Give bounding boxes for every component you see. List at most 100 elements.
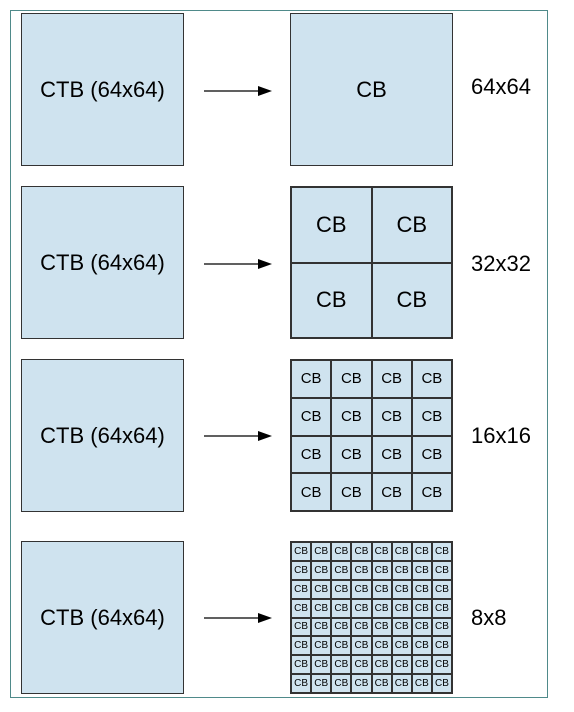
cb-cell: CB: [411, 560, 432, 580]
size-label: 32x32: [471, 251, 531, 276]
size-label: 16x16: [471, 423, 531, 448]
cb-cell: CB: [431, 598, 452, 618]
diagram-frame: [10, 10, 548, 698]
cb-cell: CB: [291, 262, 372, 338]
ctb-label: CTB (64x64): [40, 249, 165, 275]
cb-cell: CB: [331, 636, 352, 656]
cb-cell: CB: [331, 542, 352, 561]
cb-cell: CB: [331, 435, 372, 474]
ctb-block: CTB (64x64): [21, 541, 184, 694]
cb-cell: CB: [311, 579, 332, 599]
cb-cell: CB: [351, 542, 372, 561]
cb-cell: CB: [291, 579, 312, 599]
cb-cell: CB: [371, 636, 392, 656]
cb-cell: CB: [411, 542, 432, 561]
cb-grid-64: CB: [290, 13, 453, 166]
cb-cell: CB: [371, 617, 392, 637]
cb-cell: CB: [391, 655, 412, 675]
cb-cell: CB: [291, 560, 312, 580]
cb-cell: CB: [371, 360, 412, 398]
cb-cell: CB: [291, 397, 332, 436]
ctb-block: CTB (64x64): [21, 13, 184, 166]
arrow-icon: [204, 431, 272, 441]
cb-cell: CB: [431, 674, 452, 693]
cb-cell: CB: [311, 674, 332, 693]
cb-cell: CB: [371, 655, 392, 675]
cb-cell: CB: [431, 560, 452, 580]
cb-cell: CB: [351, 655, 372, 675]
cb-cell: CB: [311, 560, 332, 580]
cb-cell: CB: [411, 617, 432, 637]
cb-cell: CB: [356, 76, 387, 102]
cb-cell: CB: [351, 636, 372, 656]
cb-cell: CB: [291, 598, 312, 618]
cb-cell: CB: [431, 617, 452, 637]
cb-cell: CB: [391, 617, 412, 637]
cb-cell: CB: [311, 598, 332, 618]
cb-cell: CB: [411, 397, 452, 436]
cb-cell: CB: [331, 655, 352, 675]
ctb-label: CTB (64x64): [40, 604, 165, 630]
cb-cell: CB: [411, 360, 452, 398]
cb-cell: CB: [311, 542, 332, 561]
cb-cell: CB: [391, 674, 412, 693]
cb-cell: CB: [331, 397, 372, 436]
cb-cell: CB: [431, 636, 452, 656]
cb-cell: CB: [311, 617, 332, 637]
cb-cell: CB: [371, 262, 452, 338]
ctb-label: CTB (64x64): [40, 76, 165, 102]
arrow-icon: [204, 613, 272, 623]
cb-cell: CB: [291, 473, 332, 511]
cb-cell: CB: [351, 579, 372, 599]
cb-cell: CB: [371, 579, 392, 599]
cb-cell: CB: [371, 397, 412, 436]
cb-cell: CB: [411, 435, 452, 474]
cb-cell: CB: [371, 560, 392, 580]
cb-cell: CB: [291, 674, 312, 693]
cb-cell: CB: [331, 579, 352, 599]
cb-cell: CB: [391, 636, 412, 656]
arrow-icon: [204, 259, 272, 269]
arrow-icon: [204, 86, 272, 96]
cb-cell: CB: [291, 655, 312, 675]
cb-cell: CB: [291, 360, 332, 398]
cb-cell: CB: [331, 598, 352, 618]
ctb-block: CTB (64x64): [21, 359, 184, 512]
cb-cell: CB: [371, 187, 452, 263]
cb-cell: CB: [391, 579, 412, 599]
cb-cell: CB: [331, 674, 352, 693]
ctb-block: CTB (64x64): [21, 186, 184, 339]
cb-cell: CB: [411, 655, 432, 675]
cb-cell: CB: [371, 674, 392, 693]
cb-cell: CB: [431, 655, 452, 675]
cb-cell: CB: [371, 598, 392, 618]
cb-cell: CB: [351, 674, 372, 693]
cb-cell: CB: [351, 598, 372, 618]
cb-cell: CB: [431, 542, 452, 561]
cb-cell: CB: [291, 187, 372, 263]
cb-cell: CB: [411, 674, 432, 693]
cb-cell: CB: [391, 542, 412, 561]
cb-cell: CB: [391, 598, 412, 618]
cb-cell: CB: [411, 598, 432, 618]
cb-cell: CB: [331, 560, 352, 580]
cb-cell: CB: [291, 542, 312, 561]
cb-cell: CB: [311, 655, 332, 675]
cb-cell: CB: [331, 473, 372, 511]
cb-cell: CB: [291, 435, 332, 474]
cb-cell: CB: [411, 473, 452, 511]
cb-cell: CB: [411, 579, 432, 599]
cb-cell: CB: [371, 542, 392, 561]
cb-cell: CB: [331, 617, 352, 637]
size-label: 8x8: [471, 605, 507, 630]
cb-cell: CB: [291, 617, 312, 637]
cb-cell: CB: [351, 617, 372, 637]
ctb-label: CTB (64x64): [40, 422, 165, 448]
cb-cell: CB: [331, 360, 372, 398]
cb-cell: CB: [431, 579, 452, 599]
cb-cell: CB: [371, 435, 412, 474]
cb-cell: CB: [311, 636, 332, 656]
